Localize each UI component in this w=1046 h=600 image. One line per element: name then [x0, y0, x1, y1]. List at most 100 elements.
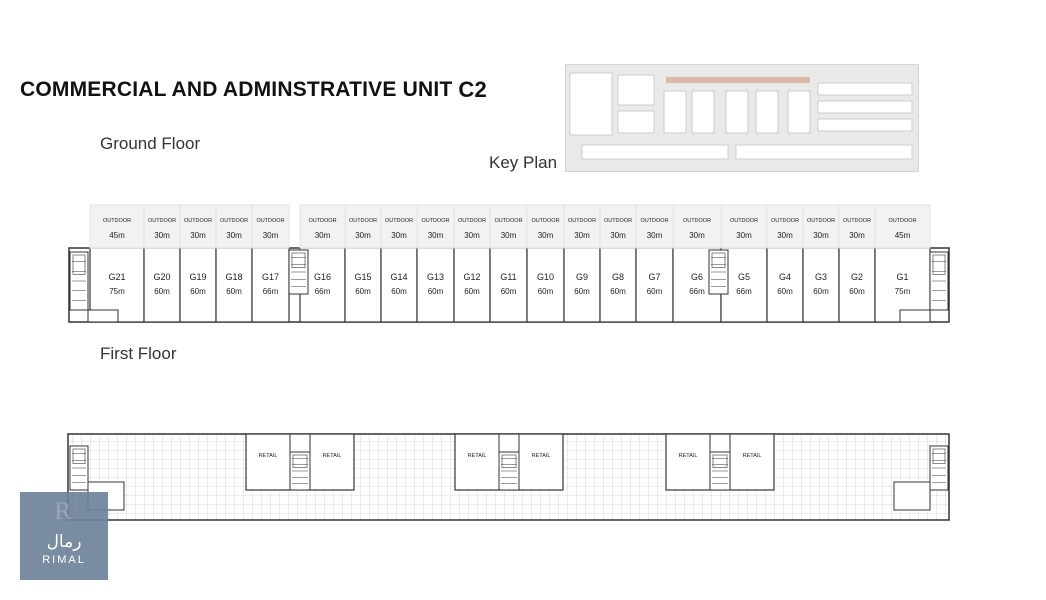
ff-landing-right — [893, 481, 931, 511]
outdoor-g18 — [215, 204, 253, 249]
retail-label-1-b: RETAIL — [323, 453, 342, 459]
unit-id-g14: G14 — [390, 272, 407, 282]
unit-area-g5: 66m — [736, 287, 752, 296]
retail-label-1-a: RETAIL — [259, 453, 278, 459]
unit-id-g7: G7 — [648, 272, 660, 282]
stair-core-left — [288, 249, 309, 295]
unit-g4 — [766, 247, 804, 323]
outdoor-label-g9: OUTDOOR — [568, 218, 596, 224]
unit-area-g16: 66m — [315, 287, 331, 296]
unit-id-g5: G5 — [738, 272, 750, 282]
stair-core-end-left — [69, 251, 89, 311]
outdoor-g15 — [344, 204, 382, 249]
unit-area-g18: 60m — [226, 287, 242, 296]
unit-g17 — [251, 247, 290, 323]
unit-g11 — [489, 247, 528, 323]
outdoor-g13 — [416, 204, 455, 249]
unit-id-g15: G15 — [354, 272, 371, 282]
outdoor-g16 — [299, 204, 346, 249]
retail-label-3-a: RETAIL — [679, 453, 698, 459]
outdoor-label-g15: OUTDOOR — [349, 218, 377, 224]
outdoor-label-g3: OUTDOOR — [807, 218, 835, 224]
unit-id-g9: G9 — [576, 272, 588, 282]
first-floor-label: First Floor — [100, 344, 177, 363]
ff-stair-end-right — [929, 445, 949, 491]
unit-id-g4: G4 — [779, 272, 791, 282]
retail-label-3-b: RETAIL — [743, 453, 762, 459]
logo-arabic: رمال — [46, 532, 82, 552]
outdoor-area-g14: 30m — [391, 231, 407, 240]
unit-area-g21: 75m — [109, 287, 125, 296]
outdoor-g9 — [563, 204, 601, 249]
stair-core-right — [708, 249, 729, 295]
unit-id-g1: G1 — [896, 272, 908, 282]
unit-id-g13: G13 — [427, 272, 444, 282]
outdoor-area-g5: 30m — [736, 231, 752, 240]
unit-g18 — [215, 247, 253, 323]
outdoor-area-g4: 30m — [777, 231, 793, 240]
outdoor-label-g13: OUTDOOR — [421, 218, 449, 224]
outdoor-area-g21: 45m — [109, 231, 125, 240]
logo-latin: RIMAL — [42, 554, 86, 566]
unit-area-g4: 60m — [777, 287, 793, 296]
unit-id-g18: G18 — [225, 272, 242, 282]
unit-id-g17: G17 — [262, 272, 279, 282]
unit-id-g19: G19 — [189, 272, 206, 282]
unit-id-g16: G16 — [314, 272, 331, 282]
outdoor-area-g6: 30m — [689, 231, 705, 240]
unit-id-g10: G10 — [537, 272, 554, 282]
outdoor-label-g8: OUTDOOR — [604, 218, 632, 224]
rimal-watermark-logo: R رمال RIMAL — [20, 492, 108, 580]
unit-g7 — [635, 247, 674, 323]
outdoor-g3 — [802, 204, 840, 249]
unit-id-g20: G20 — [153, 272, 170, 282]
unit-area-g11: 60m — [501, 287, 517, 296]
outdoor-area-g12: 30m — [464, 231, 480, 240]
unit-area-g19: 60m — [190, 287, 206, 296]
retail-label-2-b: RETAIL — [532, 453, 551, 459]
unit-g10 — [526, 247, 565, 323]
outdoor-label-g19: OUTDOOR — [184, 218, 212, 224]
unit-g19 — [179, 247, 217, 323]
outdoor-g2 — [838, 204, 876, 249]
unit-area-g9: 60m — [574, 287, 590, 296]
outdoor-label-g10: OUTDOOR — [531, 218, 559, 224]
unit-g13 — [416, 247, 455, 323]
unit-id-g12: G12 — [463, 272, 480, 282]
unit-area-g17: 66m — [263, 287, 279, 296]
outdoor-area-g13: 30m — [428, 231, 444, 240]
unit-id-g3: G3 — [815, 272, 827, 282]
outdoor-label-g18: OUTDOOR — [220, 218, 248, 224]
unit-g8 — [599, 247, 637, 323]
outdoor-g4 — [766, 204, 804, 249]
unit-id-g21: G21 — [108, 272, 125, 282]
outdoor-label-g21: OUTDOOR — [103, 218, 131, 224]
end-landing-left — [87, 309, 119, 323]
outdoor-area-g7: 30m — [647, 231, 663, 240]
outdoor-g10 — [526, 204, 565, 249]
outdoor-area-g17: 30m — [263, 231, 279, 240]
title-text: COMMERCIAL AND ADMINSTRATIVE UNIT — [20, 78, 453, 101]
outdoor-area-g10: 30m — [538, 231, 554, 240]
unit-g12 — [453, 247, 491, 323]
unit-area-g2: 60m — [849, 287, 865, 296]
unit-g15 — [344, 247, 382, 323]
key-plan-drawing — [569, 72, 913, 160]
unit-g5 — [720, 247, 768, 323]
retail-stair-2 — [498, 451, 520, 491]
unit-g20 — [143, 247, 181, 323]
ground-floor-label: Ground Floor — [100, 134, 201, 153]
outdoor-label-g20: OUTDOOR — [148, 218, 176, 224]
outdoor-g21 — [89, 204, 145, 249]
unit-area-g3: 60m — [813, 287, 829, 296]
outdoor-g12 — [453, 204, 491, 249]
end-landing-right — [899, 309, 931, 323]
outdoor-label-g17: OUTDOOR — [256, 218, 284, 224]
outdoor-label-g14: OUTDOOR — [385, 218, 413, 224]
outdoor-label-g5: OUTDOOR — [730, 218, 758, 224]
outdoor-area-g2: 30m — [849, 231, 865, 240]
unit-area-g12: 60m — [464, 287, 480, 296]
outdoor-label-g4: OUTDOOR — [771, 218, 799, 224]
outdoor-area-g3: 30m — [813, 231, 829, 240]
